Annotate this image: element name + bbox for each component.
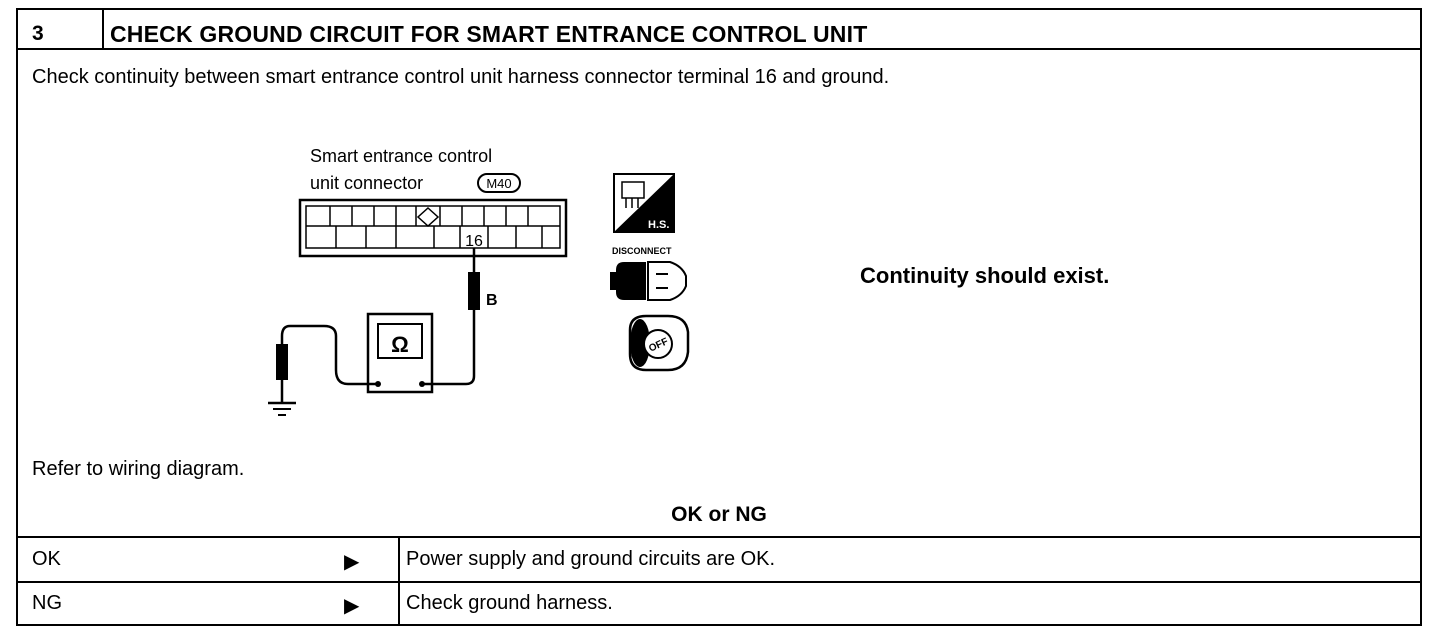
connector-label-line1: Smart entrance control	[310, 146, 492, 166]
connector-label-line2: unit connector	[310, 173, 423, 193]
instruction-text: Check continuity between smart entrance …	[32, 66, 890, 88]
procedure-icons: H.S. DISCONNECT OFF	[610, 173, 690, 372]
inspection-step-sheet: 3 CHECK GROUND CIRCUIT FOR SMART ENTRANC…	[16, 8, 1422, 626]
connector-continuity-diagram: Smart entrance control unit connector M4…	[268, 146, 568, 416]
step-title: CHECK GROUND CIRCUIT FOR SMART ENTRANCE …	[110, 21, 868, 47]
ignition-off-icon	[628, 314, 690, 372]
ground-symbol-icon	[268, 401, 296, 416]
disconnect-label: DISCONNECT	[612, 246, 672, 256]
arrow-right-icon: ▶	[344, 551, 360, 573]
harness-connector	[298, 198, 568, 258]
decision-label: OK or NG	[671, 503, 767, 526]
result-column-divider	[398, 536, 400, 624]
result-action-ng: Check ground harness.	[406, 592, 613, 614]
expected-result: Continuity should exist.	[860, 263, 1110, 288]
result-row-divider	[18, 581, 1420, 583]
header-divider	[18, 48, 1420, 50]
terminal-number: 16	[465, 233, 483, 250]
ohmmeter	[366, 312, 434, 394]
ohm-symbol: Ω	[391, 332, 409, 357]
connector-code: M40	[486, 176, 511, 191]
step-number-divider	[102, 10, 104, 48]
result-label-ok: OK	[32, 548, 61, 570]
refer-wiring-diagram: Refer to wiring diagram.	[32, 458, 245, 480]
step-number: 3	[32, 22, 44, 45]
result-action-ok: Power supply and ground circuits are OK.	[406, 548, 776, 570]
harness-side-label: H.S.	[648, 219, 669, 231]
result-label-ng: NG	[32, 592, 62, 614]
harness-side-icon	[613, 173, 675, 233]
probe-lead-terminal	[422, 248, 480, 386]
arrow-right-icon: ▶	[344, 595, 360, 617]
decision-divider	[18, 536, 1420, 538]
connector-code-badge	[477, 173, 521, 193]
connector-disconnect-icon	[610, 261, 687, 301]
wire-color: B	[486, 292, 498, 309]
probe-lead-ground	[276, 324, 378, 402]
